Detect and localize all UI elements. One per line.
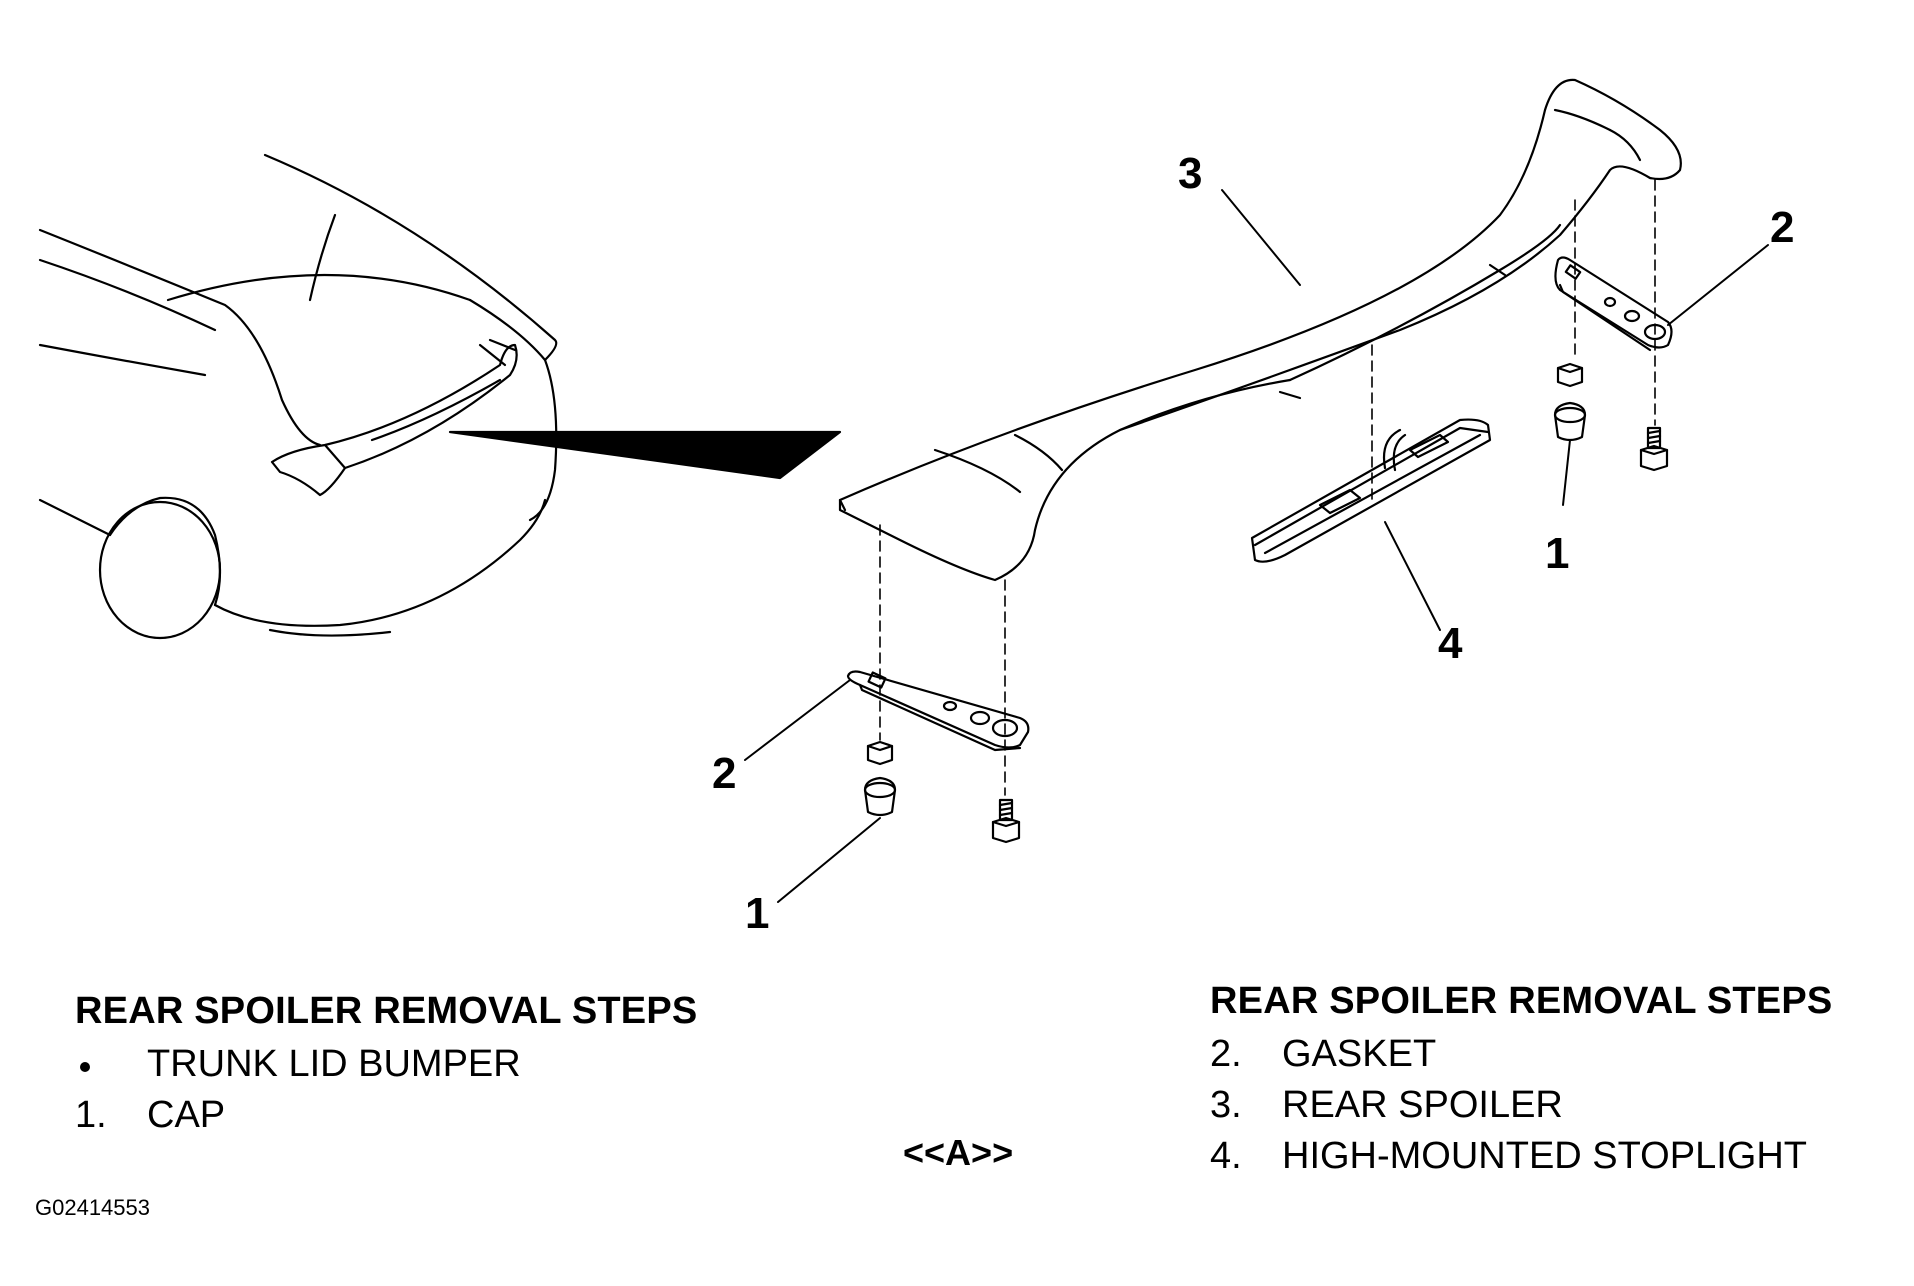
callout-stoplight: 4 [1438, 619, 1463, 668]
legend-item-label: TRUNK LID BUMPER [147, 1043, 521, 1085]
legend-right-item: 4. HIGH-MOUNTED STOPLIGHT [1210, 1131, 1832, 1182]
legend-item-label: GASKET [1282, 1033, 1437, 1075]
callout-rear-spoiler: 3 [1178, 149, 1202, 198]
fasteners-right [1553, 362, 1669, 472]
car-rear-illustration [38, 153, 558, 640]
legend-right-title: REAR SPOILER REMOVAL STEPS [1210, 980, 1833, 1022]
callout-gasket-right: 2 [1770, 203, 1794, 252]
callout-cap-left: 1 [745, 889, 769, 938]
legend-left-item: TRUNK LID BUMPER [75, 1039, 697, 1090]
legend-left: REAR SPOILER REMOVAL STEPS TRUNK LID BUM… [75, 990, 697, 1141]
assembly-lines [879, 179, 1656, 796]
legend-item-number: 4. [1210, 1135, 1242, 1177]
zoom-arrow [448, 430, 842, 480]
rear-spoiler-illustration [838, 78, 1682, 582]
leader-lines [744, 189, 1769, 903]
bullet-icon [80, 1062, 90, 1072]
callout-gasket-left: 2 [712, 749, 736, 798]
legend-item-label: HIGH-MOUNTED STOPLIGHT [1282, 1135, 1807, 1177]
reference-label: <<A>> [903, 1132, 1014, 1173]
gasket-left-illustration [846, 670, 1030, 752]
figure-id: G02414553 [35, 1195, 150, 1220]
fasteners-left [863, 740, 1021, 844]
gasket-right-illustration [1554, 256, 1673, 352]
legend-right: REAR SPOILER REMOVAL STEPS 2. GASKET 3. … [1210, 980, 1832, 1182]
callout-cap-right: 1 [1545, 529, 1569, 578]
legend-right-item: 3. REAR SPOILER [1210, 1080, 1832, 1131]
legend-item-label: CAP [147, 1094, 226, 1136]
legend-right-item: 2. GASKET [1210, 1029, 1832, 1080]
legend-item-label: REAR SPOILER [1282, 1084, 1563, 1126]
legend-item-number: 1. [75, 1094, 107, 1136]
legend-item-number: 3. [1210, 1084, 1242, 1126]
stoplight-illustration [1250, 418, 1492, 563]
legend-item-number: 2. [1210, 1033, 1242, 1075]
legend-left-title: REAR SPOILER REMOVAL STEPS [75, 990, 698, 1032]
legend-left-item: 1. CAP [75, 1090, 697, 1141]
